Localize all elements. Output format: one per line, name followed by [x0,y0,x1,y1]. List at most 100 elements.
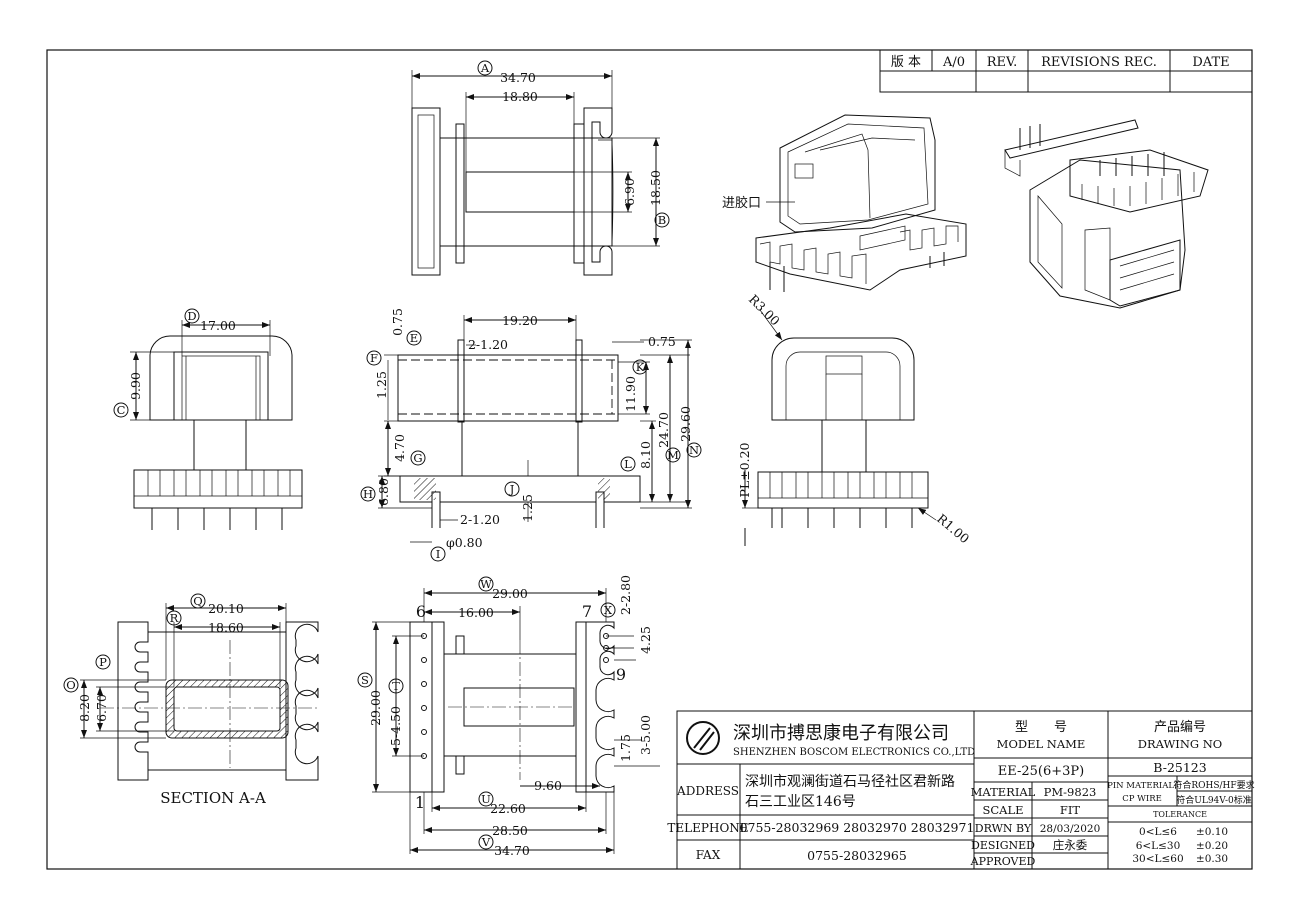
callout-b: B [658,213,666,227]
revisions-header: REVISIONS REC. [1041,55,1157,70]
callout-g: G [413,451,422,465]
telephone-value: 0755-28032969 28032970 28032971 [740,820,975,835]
tol-range-2: 6<L≤30 [1136,840,1181,852]
callout-x: X [604,603,613,617]
company-logo [686,721,720,755]
pin-1-label: 1 [415,793,425,812]
dim-section-1860: 18.60 [208,620,244,635]
dim-bottom-2260: 22.60 [490,801,526,816]
top-view: 34.70 A 18.80 6.90 18.50 B [411,60,670,276]
pin-7-label: 7 [582,602,592,621]
callout-o: O [66,678,75,692]
ul-note: 符合UL94V-0标准 [1176,794,1251,806]
drawing-label-en: DRAWING NO [1138,737,1222,751]
callout-w: W [480,577,492,591]
scale-label: SCALE [982,803,1023,817]
callout-e: E [410,331,418,345]
dim-bottom-3470: 34.70 [494,843,530,858]
dim-front-2-120-top: 2-1.20 [468,337,508,352]
callout-h: H [363,487,373,501]
designed-value: 庄永委 [1053,838,1088,852]
designed-label: DESIGNED [971,839,1035,852]
dim-bottom-175: 1.75 [618,734,633,762]
dim-bottom-960: 9.60 [534,778,562,793]
callout-f: F [370,351,378,365]
rev-header: REV. [987,55,1018,70]
address-line-1: 深圳市观澜街道石马径社区君新路 [745,773,955,790]
dim-front-075-top: 0.75 [390,308,405,336]
dim-side-r100: R1.00 [934,511,972,546]
drawing-frame [46,49,1253,870]
callout-c: C [117,403,126,417]
dim-front-075-right: 0.75 [648,334,676,349]
callout-p: P [99,655,107,669]
dim-bottom-w: 29.00 [492,586,528,601]
dim-top-width: 34.70 [500,70,536,85]
material-value: PM-9823 [1044,785,1097,799]
callout-v: V [481,835,491,849]
section-caption: SECTION A-A [160,789,266,807]
dim-front-phi080: φ0.80 [446,535,483,550]
dim-bottom-2850: 28.50 [492,823,528,838]
dim-side-pl: PL±0.20 [737,442,752,497]
drwn-value: 28/03/2020 [1040,823,1101,835]
dim-side-r300: R3.00 [746,292,783,329]
material-label: MATERIAL [971,785,1036,799]
drawing-value: B-25123 [1153,760,1206,775]
callout-k: K [636,360,645,374]
pin-material-label: PIN MATERIAL: [1107,781,1177,791]
dim-front-810: 8.10 [638,441,653,469]
version-value: A/0 [942,55,965,70]
dim-top-1850: 18.50 [648,170,663,206]
tol-range-3: 30<L≤60 [1132,853,1183,865]
rohs-note: 符合ROHS/HF要求 [1173,779,1254,791]
address-line-2: 石三工业区146号 [745,794,856,810]
dim-end-990: 9.90 [128,372,143,400]
front-view: 19.20 2-1.20 0.75 0.75 E F 1.25 11.90 K … [360,308,702,562]
date-header: DATE [1192,55,1229,70]
dim-top-690: 6.90 [622,178,637,206]
gate-label: 进胶口 [722,195,761,211]
dim-bottom-5-450: 5-4.50 [388,706,403,746]
tol-range-1: 0<L≤6 [1139,826,1177,838]
address-label: ADDRESS [676,784,739,798]
dim-bottom-3-500: 3-5.00 [638,715,653,755]
pin-9-label: 9 [616,665,626,684]
title-block: 深圳市搏思康电子有限公司 SHENZHEN BOSCOM ELECTRONICS… [667,710,1255,870]
telephone-label: TELEPHONE [667,821,748,835]
callout-u: U [481,792,491,806]
dim-front-1190: 11.90 [623,376,638,412]
dim-bottom-425: 4.25 [638,626,653,654]
model-label-cn: 型 号 [1015,720,1067,735]
callout-a: A [480,61,490,75]
dim-section-670: 6.70 [94,694,109,722]
company-name-cn: 深圳市搏思康电子有限公司 [733,723,949,744]
dim-bottom-1600: 16.00 [458,605,494,620]
model-label-en: MODEL NAME [997,737,1086,751]
iso-view-front: 进胶口 [722,114,967,292]
callout-i: I [436,547,441,561]
callout-j: J [509,482,515,496]
dim-front-2-120-bottom: 2-1.20 [460,512,500,527]
dim-bottom-2-280: 2-2.80 [618,575,633,615]
callout-d: D [187,309,196,323]
end-view: 17.00 D 9.90 C [113,308,303,530]
dim-section-820: 8.20 [77,694,92,722]
fax-label: FAX [696,848,721,862]
dim-section-2010: 20.10 [208,601,244,616]
dim-front-2470: 24.70 [656,412,671,448]
revision-block: 版 本 A/0 REV. REVISIONS REC. DATE [879,49,1253,93]
pin-material-value: CP WIRE [1122,794,1162,804]
section-view: 20.10 Q 18.60 R 8.20 O 6.70 P SECTION A-… [63,593,320,807]
dim-end-1700: 17.00 [200,318,236,333]
callout-l: L [624,457,632,471]
callout-n: N [689,443,699,457]
callout-s: S [361,673,369,687]
bottom-view: 29.00 W 16.00 6 7 9 1 2-2.80 X 4.25 29.0… [357,575,660,858]
callout-r: R [170,611,179,625]
approved-label: APPROVED [970,855,1036,868]
tol-value-2: ±0.20 [1196,840,1228,852]
version-label: 版 本 [891,55,921,70]
dim-front-1920: 19.20 [502,313,538,328]
